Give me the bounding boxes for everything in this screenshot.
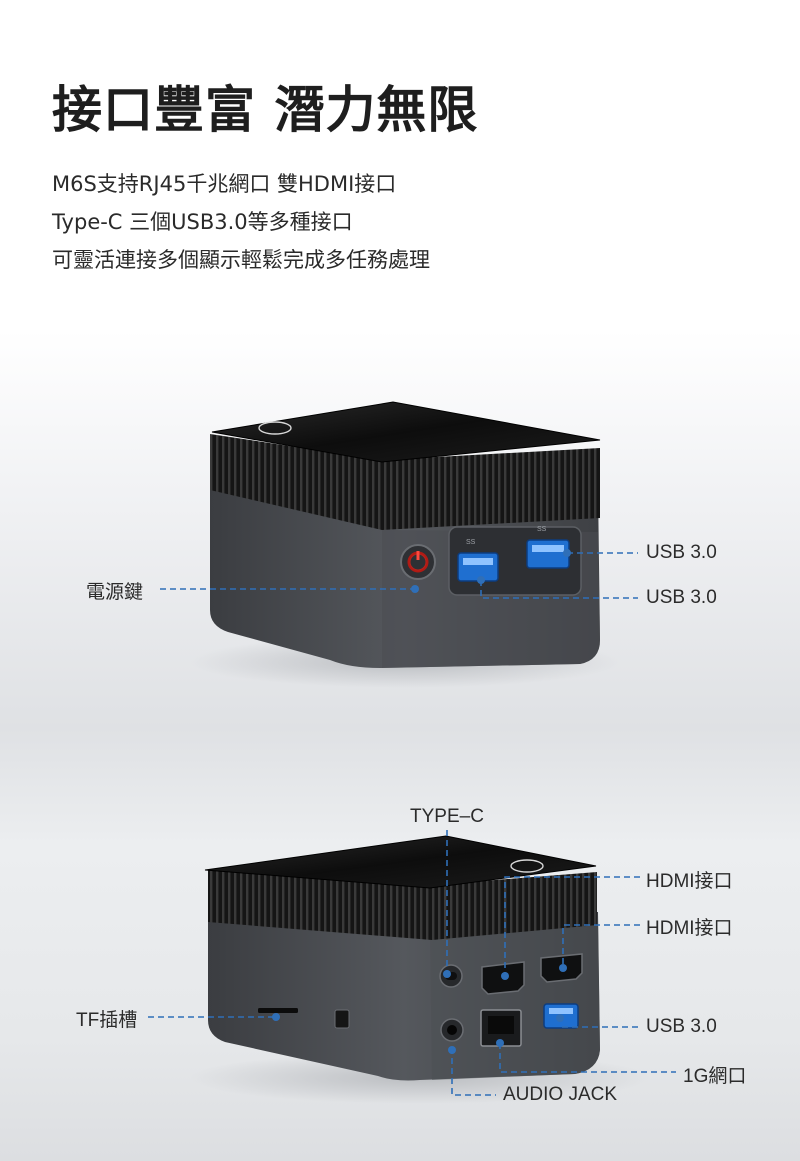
label-usb-bottom: USB 3.0 [646,587,717,608]
label-audio-jack: AUDIO JACK [503,1084,618,1105]
svg-text:SS: SS [466,539,476,546]
front-leader-lines [160,552,638,599]
label-hdmi-2: HDMI接口 [646,918,733,939]
label-hdmi-1: HDMI接口 [646,871,733,892]
label-rear-usb: USB 3.0 [646,1016,717,1037]
usb-port-2 [526,539,570,569]
label-lan-port: 1G網口 [683,1066,747,1087]
rear-leader-lines [148,830,676,1096]
rear-device [190,835,650,1104]
front-device: SS SS [190,401,620,688]
description-line-3: 可靈活連接多個顯示輕鬆完成多任務處理 [52,248,430,272]
label-type-c: TYPE–C [410,806,484,827]
tf-card-slot [258,1008,298,1013]
power-button[interactable] [400,544,436,580]
header-section: 接口豐富 潛力無限 M6S支持RJ45千兆網口 雙HDMI接口 Type-C 三… [0,0,800,330]
usb-port-1 [457,552,499,582]
svg-text:SS: SS [537,526,547,533]
brand-logo [510,859,544,873]
brand-logo [258,421,292,435]
description-line-2: Type-C 三個USB3.0等多種接口 [52,210,353,234]
page-title: 接口豐富 潛力無限 [52,81,479,139]
label-power-button: 電源鍵 [86,582,144,603]
label-usb-top: USB 3.0 [646,542,717,563]
lock-slot [334,1009,350,1029]
label-tf-slot: TF插槽 [76,1010,138,1031]
description-line-1: M6S支持RJ45千兆網口 雙HDMI接口 [52,172,397,196]
